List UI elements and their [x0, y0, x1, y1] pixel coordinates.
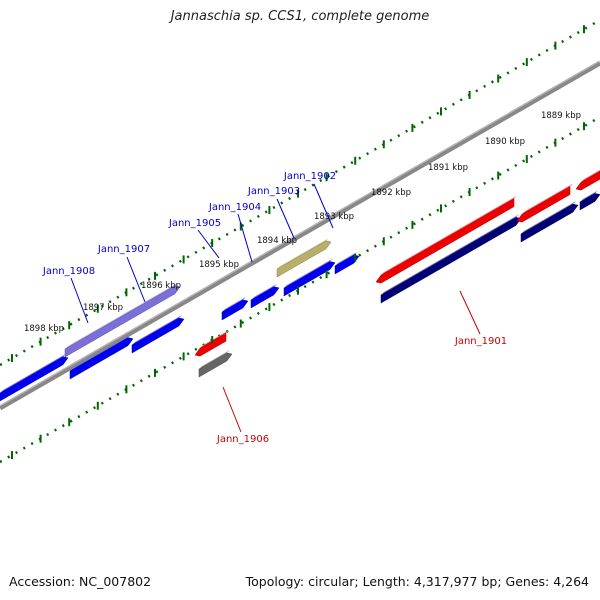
- gene-arrow-jann-1907-lower: [69, 337, 134, 380]
- gene-arrow-3-top: [335, 252, 357, 266]
- gene-arrow-jann-1906-top: [199, 349, 230, 369]
- gene-arrow-6-top: [521, 201, 576, 234]
- gene-arrow-2-top: [132, 314, 182, 345]
- gene-arrow-1: [0, 356, 69, 402]
- scale-label: 1892 kbp: [371, 188, 411, 198]
- gene-label-jann-1904: Jann_1904: [208, 202, 261, 213]
- gene-arrow-jann-1903: [283, 261, 336, 297]
- gene-arrow-3: [334, 254, 360, 275]
- gene-arrow-5-top: [522, 183, 573, 215]
- scale-label: 1890 kbp: [485, 137, 525, 147]
- gene-arrow-jann-1901: [375, 198, 515, 284]
- gene-arrow-jann-1907-lower-top: [70, 334, 131, 371]
- gene-arrow-7: [575, 170, 600, 191]
- gene-label-jann-1905-leader: [197, 229, 220, 259]
- gene-arrow-jann-1906: [198, 352, 233, 378]
- scale-label: 1894 kbp: [257, 236, 297, 246]
- gene-arrow-jann-1902-top: [277, 237, 329, 269]
- gene-label-jann-1902: Jann_1902: [283, 171, 336, 182]
- gene-arrow-jann-1901-lower-top: [381, 214, 519, 295]
- lower-scale-track: [0, 115, 600, 464]
- gene-arrow-5: [516, 186, 571, 223]
- gene-arrow-jann-1901-top: [381, 195, 517, 276]
- gene-label-jann-1903: Jann_1903: [247, 186, 300, 197]
- gene-arrow-2: [131, 317, 185, 354]
- gene-arrow-jann-1904: [250, 286, 280, 309]
- gene-arrow-jann-1905-top: [222, 296, 246, 312]
- gene-label-jann-1903-leader: [276, 198, 295, 239]
- backbone-highlight: [0, 60, 600, 407]
- gene-arrow-jann-1904-top: [251, 283, 277, 300]
- upper-scale-track: [0, 18, 600, 367]
- scale-label: 1889 kbp: [541, 111, 581, 121]
- gene-label-jann-1901: Jann_1901: [454, 336, 507, 347]
- gene-label-jann-1907-leader: [126, 256, 146, 303]
- gene-arrow-7-top: [581, 169, 600, 183]
- gene-arrow-jann-1901-lower: [380, 217, 522, 304]
- genome-title: Jannaschia sp. CCS1, complete genome: [170, 9, 430, 24]
- gene-arrow-4-top: [200, 330, 229, 349]
- gene-label-jann-1904-leader: [237, 213, 253, 263]
- genome-summary-text: Topology: circular; Length: 4,317,977 bp…: [245, 574, 589, 589]
- gene-label-jann-1908-leader: [70, 277, 89, 324]
- gene-arrow-jann-1908: [64, 285, 181, 358]
- scale-label: 1896 kbp: [141, 281, 181, 291]
- gene-label-jann-1906: Jann_1906: [216, 434, 269, 445]
- gene-arrow-jann-1903-top: [284, 258, 333, 288]
- gene-label-jann-1901-leader: [459, 290, 481, 335]
- scale-label: 1893 kbp: [314, 212, 354, 222]
- gene-label-jann-1906-leader: [222, 386, 242, 433]
- gene-arrow-4: [194, 332, 227, 357]
- gene-label-jann-1907: Jann_1907: [97, 244, 150, 255]
- gene-arrow-8: [579, 193, 600, 211]
- scale-label: 1895 kbp: [199, 260, 239, 270]
- gene-arrow-jann-1908-top: [65, 282, 178, 349]
- scale-label: 1891 kbp: [428, 163, 468, 173]
- scale-label: 1897 kbp: [83, 303, 123, 313]
- accession-text: Accession: NC_007802: [9, 574, 152, 589]
- gene-arrow-6: [520, 203, 579, 243]
- scale-label: 1898 kbp: [24, 324, 64, 334]
- gene-label-jann-1908: Jann_1908: [42, 266, 95, 277]
- backbone-line: [0, 60, 600, 411]
- gene-arrow-1-top: [0, 353, 66, 393]
- gene-arrow-jann-1902: [276, 240, 332, 278]
- gene-arrow-8-top: [580, 190, 598, 202]
- gene-label-jann-1905: Jann_1905: [168, 218, 221, 229]
- gene-label-jann-1902-leader: [313, 183, 334, 229]
- gene-arrow-jann-1905: [221, 299, 249, 321]
